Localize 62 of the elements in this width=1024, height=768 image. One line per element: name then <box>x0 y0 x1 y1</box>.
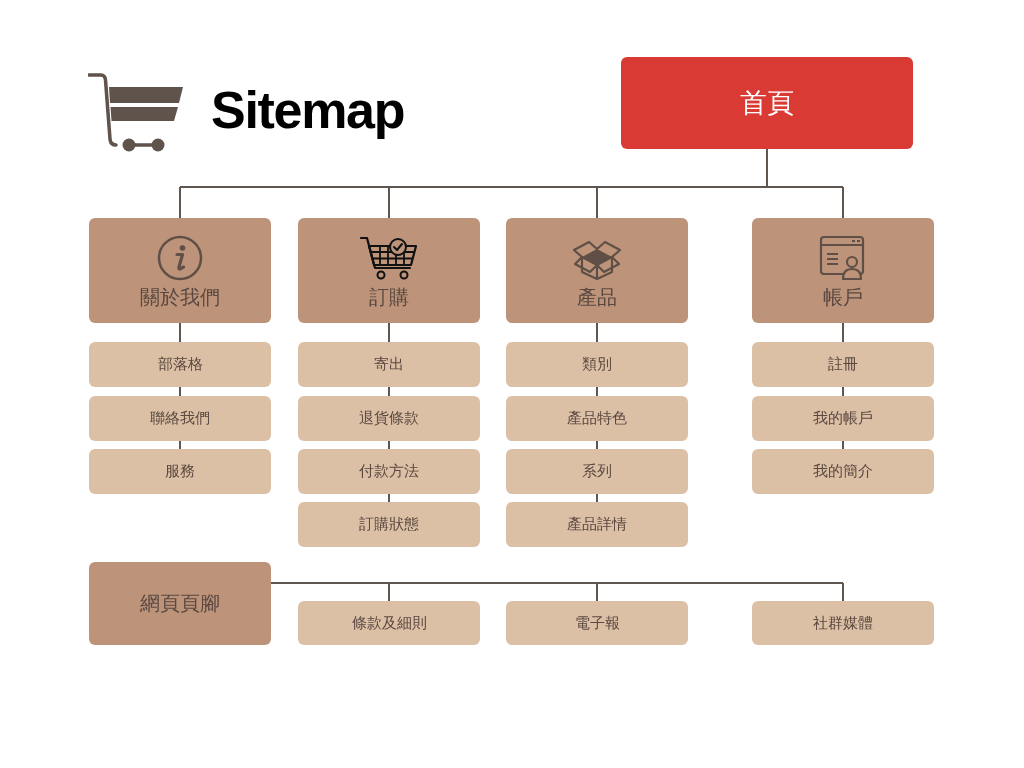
node-label: 條款及細則 <box>351 613 427 633</box>
page-node <box>298 502 480 547</box>
page-node <box>752 396 934 441</box>
node-label: 首頁 <box>740 86 794 120</box>
node-label: 產品詳情 <box>567 515 627 534</box>
page-node <box>506 449 688 494</box>
connector-line <box>179 322 181 343</box>
page-node <box>298 601 480 645</box>
node-label: 付款方法 <box>359 462 419 481</box>
connector-line <box>270 582 844 602</box>
connector-line <box>388 493 390 503</box>
connector-line <box>596 386 598 397</box>
node-label: 訂購 <box>369 285 409 310</box>
connector-line <box>596 322 598 343</box>
page-node <box>89 449 271 494</box>
page-node <box>752 601 934 645</box>
connector-line <box>596 493 598 503</box>
connector-line <box>842 386 844 397</box>
connector-line <box>596 440 598 450</box>
footer-node <box>89 562 271 645</box>
page-node <box>89 396 271 441</box>
connector-line <box>388 440 390 450</box>
node-label: 註冊 <box>828 355 858 374</box>
page-node <box>752 342 934 387</box>
node-label: 產品 <box>577 285 617 310</box>
node-label: 類別 <box>582 355 612 374</box>
connector-line <box>842 322 844 343</box>
node-label: 我的帳戶 <box>813 409 873 428</box>
node-label: 產品特色 <box>567 409 627 428</box>
page-node <box>298 396 480 441</box>
connector-line <box>842 440 844 450</box>
section-node <box>752 218 934 323</box>
connector-line <box>388 386 390 397</box>
section-node <box>89 218 271 323</box>
page-node <box>506 601 688 645</box>
node-label: 網頁頁腳 <box>140 591 220 616</box>
node-label: 部落格 <box>157 355 203 374</box>
page-node <box>506 502 688 547</box>
page-node <box>89 342 271 387</box>
connector-line <box>388 322 390 343</box>
home-page-node <box>621 57 913 149</box>
node-label: 關於我們 <box>140 285 220 310</box>
node-label: 服務 <box>165 462 195 481</box>
page-node <box>298 342 480 387</box>
node-label: 電子報 <box>574 613 620 633</box>
page-node <box>506 342 688 387</box>
node-label: 聯絡我們 <box>150 409 210 428</box>
node-label: 訂購狀態 <box>359 515 419 534</box>
node-label: 系列 <box>582 462 612 481</box>
connector-line <box>179 148 844 219</box>
section-node <box>298 218 480 323</box>
page-node <box>506 396 688 441</box>
node-label: 退貨條款 <box>359 409 419 428</box>
page-node <box>752 449 934 494</box>
page-node <box>298 449 480 494</box>
connector-line <box>179 386 181 397</box>
section-node <box>506 218 688 323</box>
node-label: 寄出 <box>374 355 404 374</box>
connector-line <box>179 440 181 450</box>
node-label: 帳戶 <box>823 285 863 310</box>
node-label: 我的簡介 <box>813 462 873 481</box>
node-label: 社群媒體 <box>813 613 873 633</box>
